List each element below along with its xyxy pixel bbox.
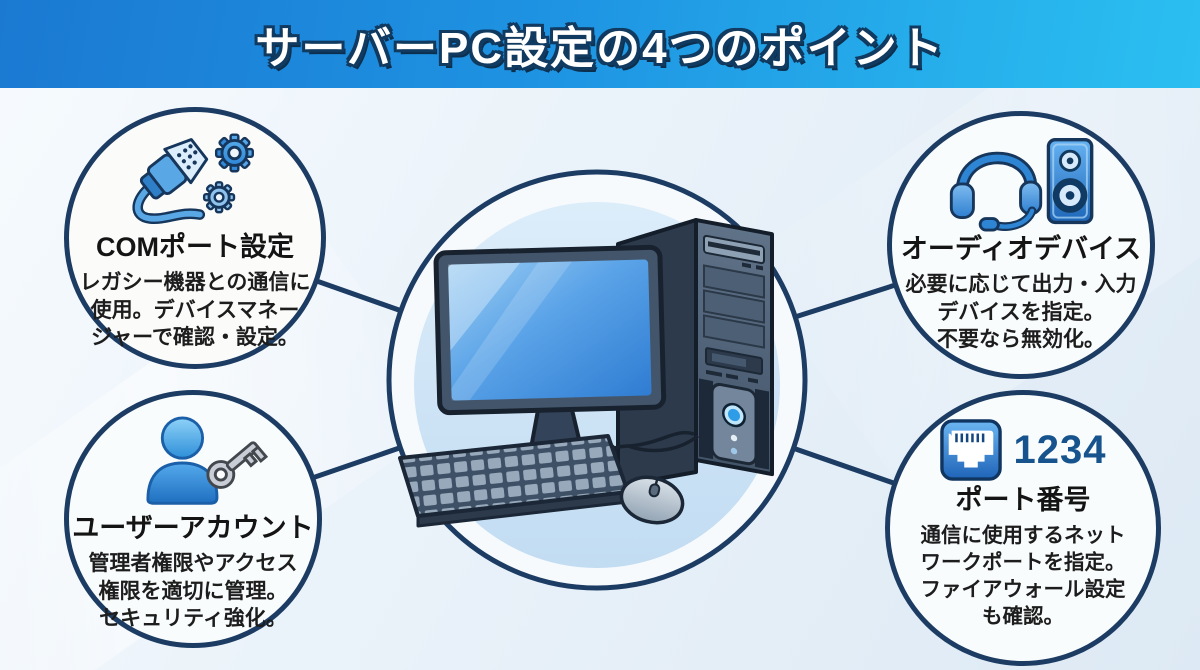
user-icon [146,416,219,505]
card-audio-device: オーディオデバイス 必要に応じて出力・入力 デバイスを指定。 不要なら無効化。 [887,111,1155,379]
card-title: ユーザーアカウント [72,513,314,543]
header-banner: サーバーPC設定の4つのポイント [0,0,1200,88]
card-body: レガシー機器との通信に 使用。デバイスマネー ジャーで確認・設定。 [79,271,311,350]
ethernet-port-icon [939,419,1002,481]
card-body: 管理者権限やアクセス 権限を適切に管理。 セキュリティ強化。 [88,552,298,631]
keyboard [398,434,630,528]
card-body: 通信に使用するネット ワークポートを指定。 ファイアウォール設定 も確認。 [920,524,1126,629]
port-number-value: 1234 [1013,427,1107,472]
desktop-computer-illustration [398,217,774,528]
monitor [433,244,667,466]
headset-speaker-icon [949,138,1093,232]
page-title: サーバーPC設定の4つのポイント [255,24,945,73]
card-title: COMポート設定 [96,232,294,262]
user-key-icon [146,416,268,505]
speaker-icon [1046,138,1093,225]
card-title: ポート番号 [955,485,1091,515]
card-body: 必要に応じて出力・入力 デバイスを指定。 不要なら無効化。 [905,273,1137,352]
gear-icon [214,133,254,173]
card-port-number: 1234 ポート番号 通信に使用するネット ワークポートを指定。 ファイアウォー… [885,390,1161,666]
serial-connector-gears-icon [132,133,254,224]
mouse [619,475,685,525]
gear-icon [202,181,236,214]
headset-icon [949,151,1042,232]
port-icon-row: 1234 [939,419,1107,481]
key-icon [206,441,268,489]
card-user-account: ユーザーアカウント 管理者権限やアクセス 権限を適切に管理。 セキュリティ強化。 [64,390,322,648]
card-com-port: COMポート設定 レガシー機器との通信に 使用。デバイスマネー ジャーで確認・設… [64,107,326,369]
monitor-cable [627,434,700,453]
card-title: オーディオデバイス [900,234,1142,264]
